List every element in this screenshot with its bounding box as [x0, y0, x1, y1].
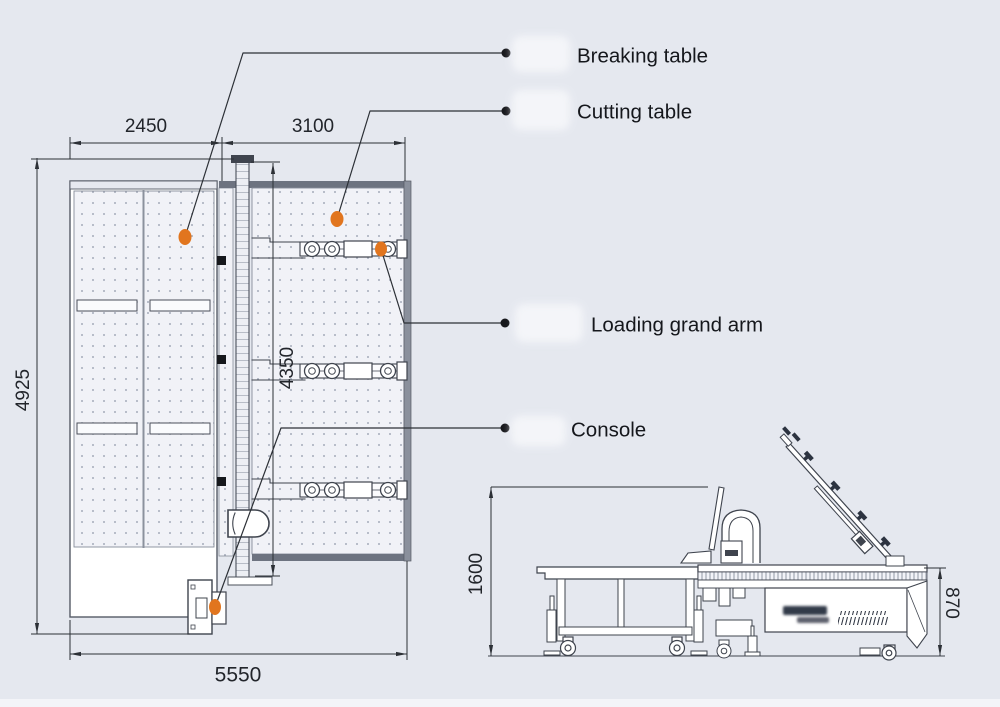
dim-text-5550: 5550	[215, 664, 262, 687]
dim-text-1600: 1600	[466, 553, 487, 595]
side-cutting-machine	[697, 564, 928, 661]
callout-breaking-table: Breaking table	[577, 44, 708, 67]
callout-cutting-table: Cutting table	[577, 100, 692, 123]
leader-dot-breaking	[501, 48, 511, 58]
right-end-support	[906, 580, 928, 649]
cutting-table-top-band	[219, 181, 411, 188]
plan-view	[69, 155, 412, 635]
rail-column	[227, 155, 273, 586]
leader-cutting-table	[336, 110, 506, 220]
dim-text-4925: 4925	[13, 369, 34, 411]
suction-pads	[782, 426, 891, 547]
leader-breaking-table	[184, 52, 506, 238]
leveling-foot	[543, 595, 561, 656]
leader-loading-arm	[380, 248, 505, 324]
tilted-screen	[708, 486, 725, 551]
plan-dimensions	[31, 137, 408, 660]
side-dimensions	[488, 486, 946, 656]
marker-cutting-table	[330, 211, 344, 227]
dim-text-4350: 4350	[277, 347, 298, 389]
tilt-loading-arm	[779, 426, 898, 567]
caster-wheel	[668, 636, 686, 657]
arm-base-bracket	[885, 555, 905, 567]
center-support	[715, 619, 761, 659]
leader-console	[214, 427, 505, 608]
cutting-table-bottom-band	[252, 554, 404, 561]
leveling-foot	[690, 595, 708, 656]
loading-arm-row-2	[251, 359, 408, 381]
breaking-table-panel	[69, 180, 218, 618]
side-view	[488, 426, 945, 661]
leader-dot-console	[500, 423, 510, 433]
left-clamp	[679, 550, 712, 564]
dim-text-2450: 2450	[125, 116, 167, 137]
side-cutting-bridge	[679, 486, 761, 607]
rail-base-plate	[227, 576, 273, 586]
breaking-table-slots	[76, 299, 211, 435]
caster-wheel	[559, 636, 577, 657]
rail-top-cap	[231, 155, 254, 163]
marker-breaking-table	[178, 229, 192, 245]
marker-console	[209, 599, 221, 615]
watermark-blur-patches	[511, 36, 583, 446]
rail-clamp-blocks	[217, 256, 226, 486]
callout-loading-arm: Loading grand arm	[591, 313, 763, 336]
table-gap-strip	[218, 187, 234, 557]
dim-text-870: 870	[941, 587, 962, 619]
marker-loading-arm	[375, 241, 387, 257]
arm-beam	[785, 442, 898, 567]
loading-arm-row-3	[251, 478, 408, 500]
under-carriage	[702, 587, 746, 607]
callout-leaders	[184, 52, 506, 608]
orange-markers	[178, 211, 387, 615]
leader-dot-cutting	[501, 106, 511, 116]
machine-logo-blurred	[783, 606, 829, 623]
bottom-edge-strip	[0, 699, 1000, 707]
side-breaking-table	[536, 566, 708, 657]
callout-console: Console	[571, 418, 646, 441]
motor-cylinder	[227, 509, 270, 538]
vent-hatch-marks	[838, 611, 888, 625]
leader-end-dots	[500, 48, 511, 433]
leader-dot-loading	[500, 318, 510, 328]
dim-text-3100: 3100	[292, 116, 334, 137]
rear-wheel	[881, 644, 897, 661]
